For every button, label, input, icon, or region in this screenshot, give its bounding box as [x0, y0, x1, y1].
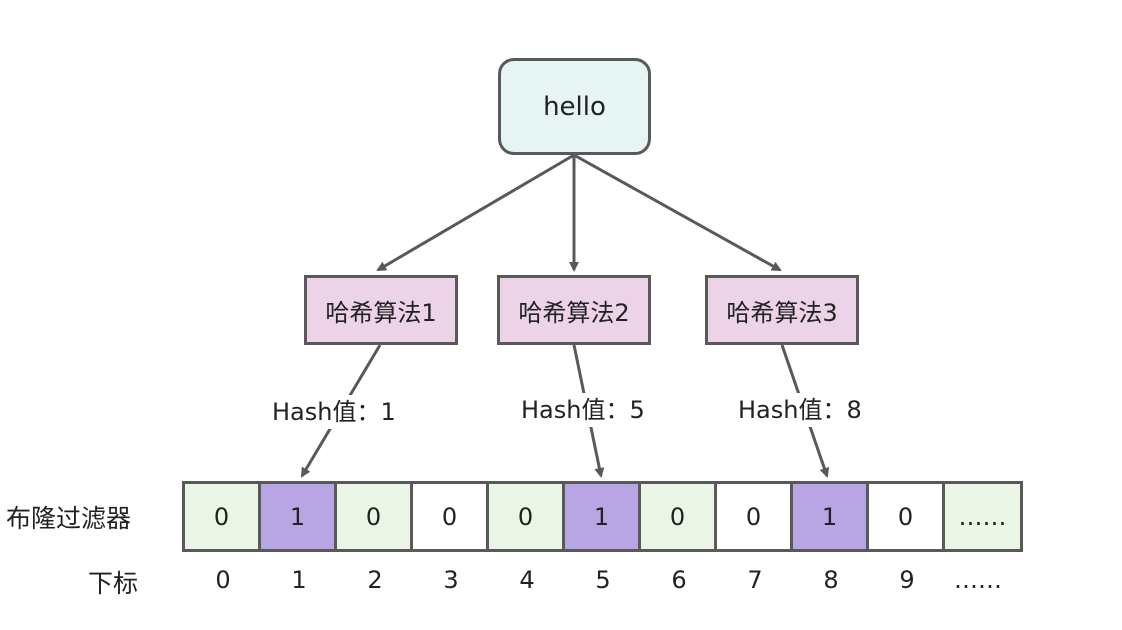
- bit-cell: 0: [413, 484, 489, 549]
- bit-cell: 0: [337, 484, 413, 549]
- index-label: 5: [595, 566, 611, 594]
- index-label: 3: [443, 566, 459, 594]
- hash-value-5-label: Hash值：5: [519, 393, 647, 427]
- bit-cell: 0: [185, 484, 261, 549]
- hash-function-1-node: 哈希算法1: [304, 275, 458, 345]
- bit-cell-set: 1: [793, 484, 869, 549]
- hash-value-8-label: Hash值：8: [736, 393, 864, 427]
- index-label: 6: [671, 566, 687, 594]
- index-label: 0: [215, 566, 231, 594]
- index-label: 9: [899, 566, 915, 594]
- hash-function-3-label: 哈希算法3: [726, 298, 838, 327]
- hash-function-3-node: 哈希算法3: [705, 275, 859, 345]
- hash-function-2-node: 哈希算法2: [497, 275, 651, 345]
- arrow-hello-to-hash3: [573, 153, 782, 272]
- index-label: 1: [291, 566, 307, 594]
- index-label: 4: [519, 566, 535, 594]
- bit-cell: 0: [869, 484, 945, 549]
- bit-cell-set: 1: [565, 484, 641, 549]
- hash-value-1-label: Hash值：1: [270, 395, 398, 429]
- bit-cell: 0: [717, 484, 793, 549]
- index-label: 7: [747, 566, 763, 594]
- hello-node: hello: [498, 58, 651, 155]
- bit-array: 0 1 0 0 0 1 0 0 1 0 ……: [182, 481, 1023, 552]
- bloom-filter-row-label: 布隆过滤器: [6, 504, 132, 533]
- bit-cell: 0: [641, 484, 717, 549]
- index-row-label: 下标: [88, 569, 139, 598]
- bit-cell-ellipsis: ……: [945, 484, 1020, 549]
- index-label: 2: [367, 566, 383, 594]
- hash-function-2-label: 哈希算法2: [518, 298, 630, 327]
- index-label: 8: [823, 566, 839, 594]
- index-label-ellipsis: ……: [954, 566, 1002, 594]
- arrow-hello-to-hash1: [376, 153, 575, 272]
- bit-cell: 0: [489, 484, 565, 549]
- bit-cell-set: 1: [261, 484, 337, 549]
- hash-function-1-label: 哈希算法1: [325, 298, 437, 327]
- hello-label: hello: [543, 91, 606, 122]
